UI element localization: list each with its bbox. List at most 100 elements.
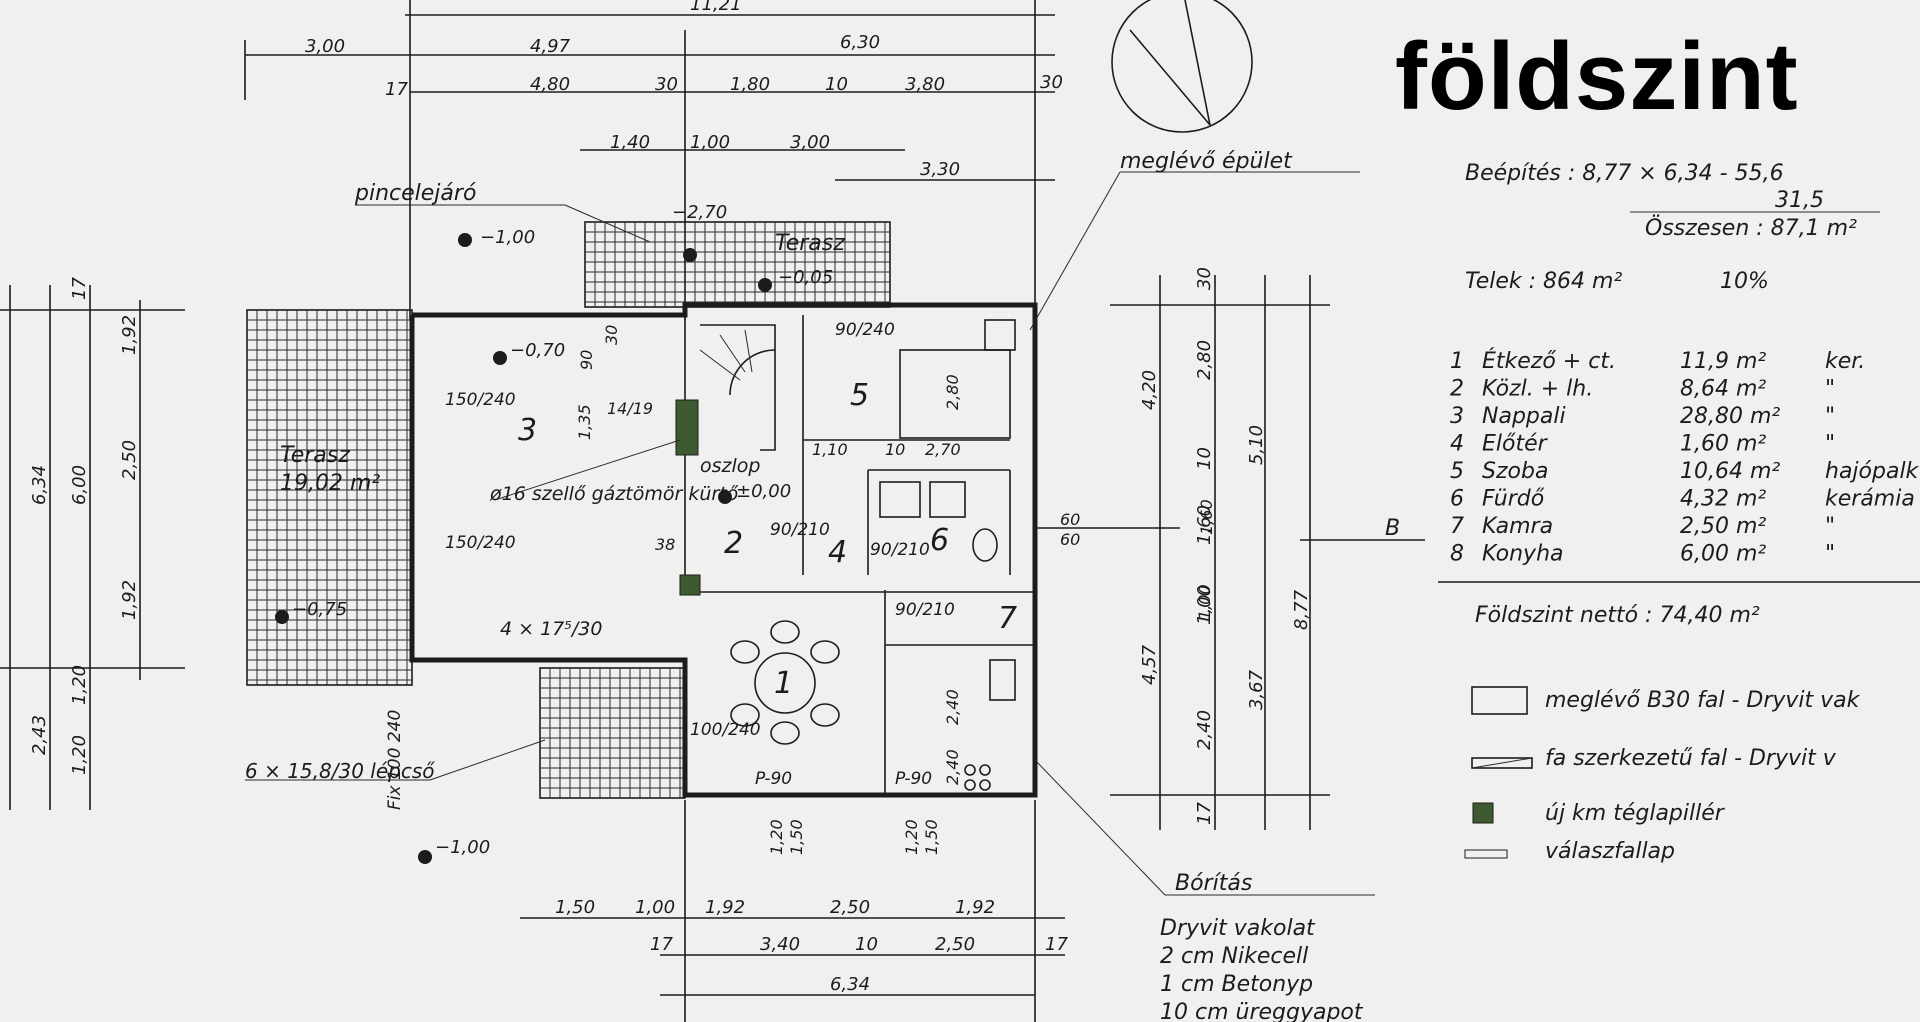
terrace-left-tiles [246, 309, 413, 686]
svg-text:10: 10 [825, 74, 848, 95]
svg-text:3,30: 3,30 [920, 159, 960, 180]
room-row-name: Nappali [1482, 404, 1566, 429]
beepites-line: Beépítés : 8,77 × 6,34 - 55,6 [1465, 161, 1784, 186]
svg-text:6,00: 6,00 [69, 465, 90, 505]
burkolat-notes: Bórítás Dryvit vakolat 2 cm Nikecell 1 c… [1160, 871, 1364, 1022]
leader-lines [245, 171, 1375, 896]
svg-text:38: 38 [655, 535, 675, 554]
room-row-floor: " [1825, 514, 1835, 539]
svg-text:−1,00: −1,00 [480, 227, 535, 248]
room-row-area: 10,64 m² [1680, 459, 1780, 484]
svg-text:90/210: 90/210 [870, 540, 930, 560]
room-row-floor: " [1825, 432, 1835, 457]
svg-text:8,77: 8,77 [1291, 589, 1312, 630]
svg-text:−1,00: −1,00 [435, 837, 490, 858]
room-row-floor: hajópalk [1825, 459, 1920, 484]
room-row-area: 11,9 m² [1680, 349, 1766, 374]
svg-text:1,20: 1,20 [902, 819, 921, 855]
osszesen-line: Összesen : 87,1 m² [1645, 215, 1857, 241]
svg-text:17: 17 [1045, 934, 1068, 955]
room-row-num: 1 [1450, 349, 1464, 374]
svg-text:2,70: 2,70 [925, 440, 961, 459]
svg-text:17: 17 [385, 79, 408, 100]
svg-text:30: 30 [1040, 72, 1063, 93]
room-row-num: 7 [1450, 514, 1464, 539]
svg-text:1,10: 1,10 [812, 440, 848, 459]
svg-text:P-90: P-90 [755, 769, 792, 789]
svg-text:5,10: 5,10 [1246, 425, 1267, 465]
room-row-num: 6 [1450, 487, 1464, 512]
svg-text:30: 30 [1194, 267, 1215, 290]
label-stair-top: 4 × 17⁵/30 [500, 618, 602, 640]
room-row-num: 5 [1450, 459, 1464, 484]
svg-text:1,00: 1,00 [690, 132, 730, 153]
svg-text:3,67: 3,67 [1246, 669, 1267, 710]
level-values: −1,00 −2,70 −0,05 −0,70 ±0,00 −0,75 −1,0… [292, 202, 833, 858]
svg-text:14/19: 14/19 [607, 399, 653, 418]
room-number-6: 6 [930, 523, 949, 558]
svg-text:4,80: 4,80 [530, 74, 570, 95]
room-row-area: 8,64 m² [1680, 377, 1766, 402]
svg-text:1,20: 1,20 [767, 819, 786, 855]
svg-text:2,50: 2,50 [830, 897, 870, 918]
label-terasz-left: Terasz [280, 443, 350, 468]
room-row-name: Étkező + ct. [1482, 348, 1616, 374]
legend-item-valaszfallap: válaszfallap [1545, 839, 1675, 864]
room-row-floor: " [1825, 377, 1835, 402]
svg-text:2 cm Nikecell: 2 cm Nikecell [1160, 944, 1308, 969]
door-labels: 150/240 150/240 90/210 90/210 90/210 100… [445, 320, 955, 789]
svg-text:P-90: P-90 [895, 769, 932, 789]
label-fix: Fix 100 240 [385, 710, 405, 810]
terrace-top-tiles [584, 221, 891, 308]
label-terasz-top: Terasz [775, 231, 845, 256]
level-markers [275, 233, 772, 864]
svg-text:6,30: 6,30 [840, 32, 880, 53]
plan-labels: pincelejáró meglévő épület Terasz Terasz… [245, 149, 1400, 810]
room-numbers: 1 2 3 4 5 6 7 [518, 378, 1017, 701]
svg-text:1,35: 1,35 [575, 404, 594, 440]
svg-text:17: 17 [1194, 802, 1215, 825]
dimension-lines-top [244, 0, 1055, 320]
svg-text:1 cm Betonyp: 1 cm Betonyp [1160, 972, 1313, 997]
label-stair-bottom: 6 × 15,8/30 lépcső [245, 759, 435, 783]
room-row-name: Konyha [1482, 542, 1564, 567]
svg-text:1,50: 1,50 [922, 819, 941, 855]
svg-text:10 cm üreggyapot: 10 cm üreggyapot [1160, 1000, 1364, 1022]
label-chimney: ø16 szellő gáztömör kürtő [489, 483, 739, 505]
legend-item-fa-szerkezetu: fa szerkezetű fal - Dryvit v [1545, 746, 1837, 771]
dining-table [730, 620, 840, 745]
room-row-floor: " [1825, 542, 1835, 567]
svg-text:1,20: 1,20 [69, 665, 90, 705]
svg-text:−0,70: −0,70 [510, 340, 565, 361]
stair-bottom-tiles [539, 667, 686, 799]
svg-text:1,40: 1,40 [610, 132, 650, 153]
room-number-5: 5 [850, 378, 869, 413]
svg-text:10: 10 [855, 934, 878, 955]
dimension-lines-right [1035, 275, 1425, 830]
telek-line: Telek : 864 m² [1465, 269, 1622, 294]
svg-text:30: 30 [602, 325, 621, 345]
bathroom-fixtures [879, 481, 1016, 791]
svg-text:1,92: 1,92 [119, 580, 140, 620]
svg-text:60: 60 [1060, 510, 1080, 529]
svg-text:90/240: 90/240 [835, 320, 895, 340]
label-section-b: B [1385, 516, 1400, 541]
svg-text:−0,75: −0,75 [292, 599, 347, 620]
svg-text:2,50: 2,50 [935, 934, 975, 955]
room-row-name: Előtér [1482, 432, 1549, 457]
svg-text:1,92: 1,92 [705, 897, 745, 918]
label-oszlop: oszlop [700, 455, 760, 477]
svg-text:1,50: 1,50 [555, 897, 595, 918]
svg-text:3,40: 3,40 [760, 934, 800, 955]
room-row-floor: " [1825, 404, 1835, 429]
room-row-area: 28,80 m² [1680, 404, 1780, 429]
svg-text:1,00: 1,00 [1195, 584, 1214, 620]
svg-text:1,60: 1,60 [1194, 505, 1215, 545]
page-title: földszint [1395, 23, 1799, 130]
svg-text:150/240: 150/240 [445, 390, 516, 410]
north-arrow-icon [1111, 0, 1253, 133]
room-row-name: Közl. + lh. [1482, 377, 1593, 402]
